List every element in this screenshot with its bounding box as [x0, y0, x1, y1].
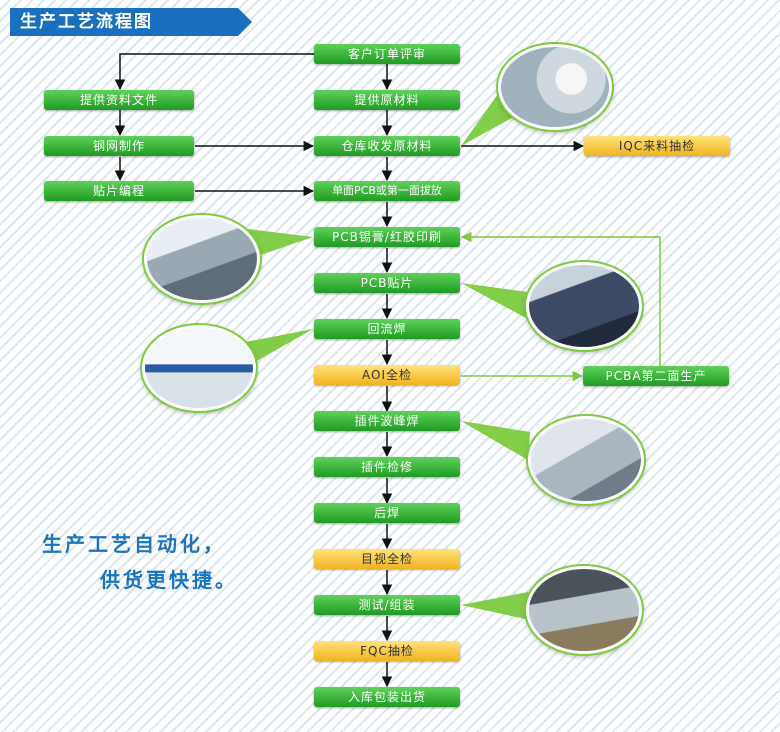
step-first-side: 单面PCB或第一面拔放 — [314, 181, 460, 201]
step-pcb-mount: PCB贴片 — [314, 273, 460, 293]
step-warehouse: 仓库收发原材料 — [314, 136, 460, 156]
step-insert-repair: 插件检修 — [314, 457, 460, 477]
step-visual-check: 目视全检 — [314, 549, 460, 569]
step-aoi: AOI全检 — [314, 365, 460, 385]
step-test-assembly: 测试/组装 — [314, 595, 460, 615]
warehouse-photo — [498, 44, 612, 130]
step-wave-solder: 插件波峰焊 — [314, 411, 460, 431]
reflow-oven-photo — [142, 325, 256, 411]
step-fqc: FQC抽检 — [314, 641, 460, 661]
slogan-line-2: 供货更快捷。 — [100, 568, 238, 592]
page-title: 生产工艺流程图 — [10, 8, 252, 36]
printer-machine-photo — [144, 215, 260, 303]
wave-solder-photo — [528, 416, 644, 504]
step-pack-ship: 入库包装出货 — [314, 687, 460, 707]
step-raw-materials: 提供原材料 — [314, 90, 460, 110]
step-post-solder: 后焊 — [314, 503, 460, 523]
left-step-smt-programming: 贴片编程 — [44, 181, 194, 201]
step-reflow: 回流焊 — [314, 319, 460, 339]
left-step-stencil: 钢网制作 — [44, 136, 194, 156]
step-iqc: IQC来料抽检 — [584, 136, 730, 156]
test-assembly-photo — [526, 566, 642, 654]
step-pcba-second-side: PCBA第二面生产 — [583, 366, 729, 386]
left-step-provide-files: 提供资料文件 — [44, 90, 194, 110]
step-paste-print: PCB锡膏/红胶印刷 — [314, 227, 460, 247]
step-order-review: 客户订单评审 — [314, 44, 460, 64]
slogan-line-1: 生产工艺自动化， — [42, 532, 226, 556]
smt-machine-photo — [526, 262, 642, 350]
